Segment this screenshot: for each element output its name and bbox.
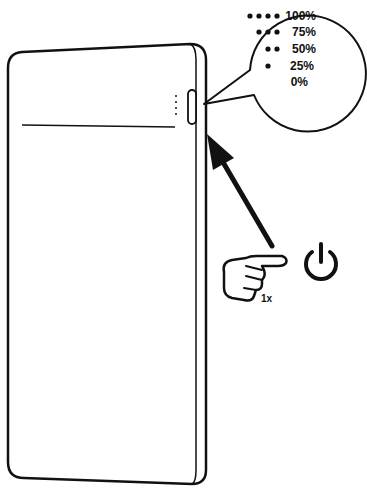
press-count: 1x xyxy=(261,294,272,304)
level-label: 0% xyxy=(291,76,308,88)
power-bank-body xyxy=(8,44,206,484)
level-dots xyxy=(247,13,279,68)
panel-line xyxy=(22,125,175,127)
level-label: 25% xyxy=(290,60,314,72)
hand-fingers xyxy=(244,266,262,290)
level-label: 100% xyxy=(285,10,316,22)
level-label: 75% xyxy=(292,26,316,38)
hand-icon xyxy=(224,256,287,301)
callout-bubble xyxy=(204,16,366,132)
power-button xyxy=(188,90,196,124)
power-symbol-bar xyxy=(319,244,323,262)
led-dots xyxy=(175,95,177,115)
arrow-head xyxy=(207,134,234,170)
level-label: 50% xyxy=(292,43,316,55)
arrow-shaft xyxy=(220,157,272,246)
